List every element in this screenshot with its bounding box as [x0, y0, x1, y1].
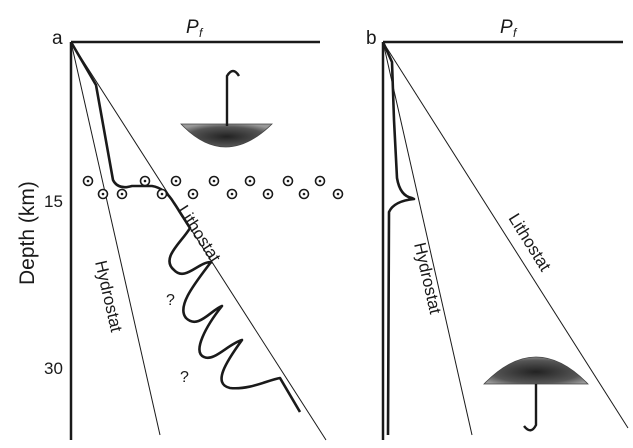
seal-layer — [82, 175, 344, 200]
panel-a-lithostat-line — [70, 41, 327, 441]
seal-circle-dot — [120, 192, 124, 196]
seal-circle-dot — [286, 179, 290, 183]
panel-b-pressure-subscript: f — [513, 26, 518, 40]
panel-b-fluid-pressure-curve — [381, 41, 416, 436]
seal-circle-dot — [191, 192, 195, 196]
panel-a-letter: a — [52, 28, 63, 49]
panel-a-unknown-mark-2: ? — [180, 369, 189, 386]
panel-b-lithostat-line — [382, 41, 629, 429]
panel-a-lithostat-label: Lithostat — [174, 202, 225, 266]
panel-b-pressure-label: P — [500, 17, 513, 38]
y-tick-30: 30 — [44, 359, 63, 378]
panel-a-pressure-label: P — [186, 17, 199, 38]
panel-a: a P f Lithostat Hydrostat ? ? — [52, 17, 344, 441]
umbrella-icon — [180, 69, 273, 148]
panel-a-hydrostat-label: Hydrostat — [91, 259, 126, 334]
seal-circle-dot — [86, 179, 90, 183]
seal-circle-dot — [143, 179, 147, 183]
seal-circle-dot — [230, 192, 234, 196]
seal-circle-dot — [336, 192, 340, 196]
seal-circle-dot — [318, 179, 322, 183]
seal-circle-dot — [248, 179, 252, 183]
seal-circle-dot — [160, 192, 164, 196]
panel-b-lithostat-label: Lithostat — [505, 210, 555, 275]
seal-circle-dot — [212, 179, 216, 183]
panel-a-pressure-subscript: f — [199, 26, 204, 40]
panel-b-hydrostat-label: Hydrostat — [410, 241, 445, 316]
panel-a-hydrostat-line — [70, 41, 161, 436]
seal-circle-dot — [302, 192, 306, 196]
panel-b-hydrostat-line — [382, 41, 473, 436]
depth-axis: Depth (km) 15 30 — [16, 181, 63, 378]
seal-circle-dot — [101, 192, 105, 196]
y-axis-label: Depth (km) — [16, 181, 39, 285]
seal-circle-dot — [174, 179, 178, 183]
y-tick-15: 15 — [44, 192, 63, 211]
seal-circle-dot — [266, 192, 270, 196]
panel-b-letter: b — [366, 28, 377, 49]
umbrella-icon — [483, 356, 589, 432]
panel-a-unknown-mark-1: ? — [166, 292, 175, 309]
panel-b: b P f Lithostat Hydrostat — [366, 17, 629, 440]
